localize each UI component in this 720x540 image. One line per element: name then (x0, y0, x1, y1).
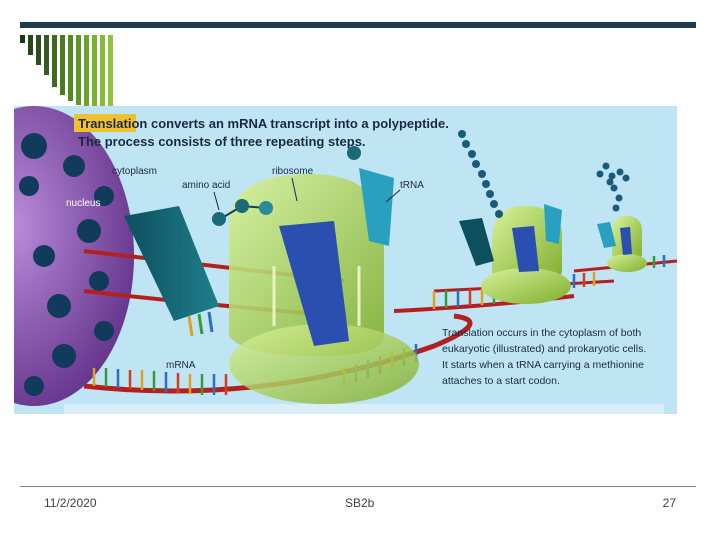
caption-line-1: Translation occurs in the cytoplasm of b… (442, 327, 641, 339)
footer-rule (20, 486, 696, 487)
translation-figure: Translation converts an mRNA transcript … (14, 106, 677, 414)
decorative-bars (20, 35, 120, 107)
label-mrna: mRNA (166, 360, 196, 371)
caption-line-2: eukaryotic (illustrated) and prokaryotic… (442, 343, 646, 355)
footer-center-text: SB2b (345, 496, 374, 510)
figure-title-line2: The process consists of three repeating … (78, 134, 366, 149)
label-trna: tRNA (400, 180, 424, 191)
caption-line-4: attaches to a start codon. (442, 375, 560, 387)
label-amino-acid: amino acid (182, 180, 230, 191)
figure-title-rest: converts an mRNA transcript into a polyp… (147, 116, 448, 131)
figure-title-line1: Translation converts an mRNA transcript … (78, 116, 449, 131)
title-rule (20, 22, 696, 28)
label-nucleus: nucleus (66, 198, 100, 209)
page-number: 27 (663, 496, 676, 510)
footer-date: 11/2/2020 (44, 496, 97, 510)
translation-illustration: Translation converts an mRNA transcript … (14, 106, 677, 414)
figure-title-highlight: Translation (78, 116, 147, 131)
label-ribosome: ribosome (272, 166, 314, 177)
caption-line-3: It starts when a tRNA carrying a methion… (442, 359, 644, 371)
label-cytoplasm: cytoplasm (112, 166, 157, 177)
